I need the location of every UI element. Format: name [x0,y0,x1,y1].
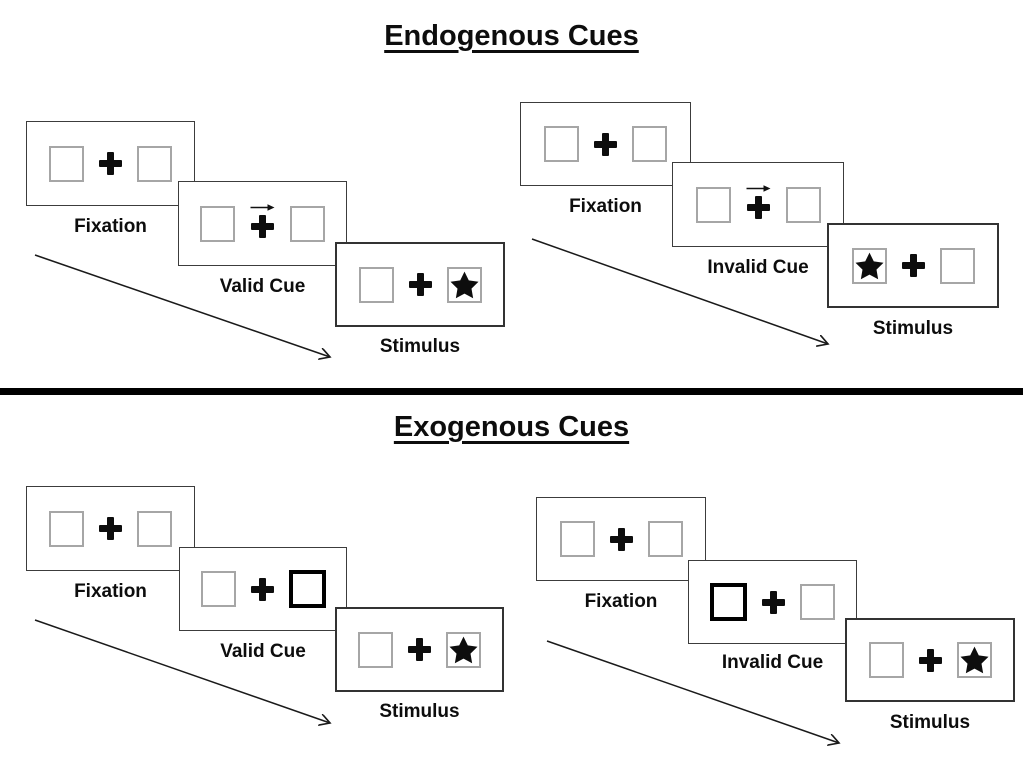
stimulus-label: Stimulus [379,336,461,357]
star-icon [960,646,988,674]
left-placeholder-box [358,266,394,303]
left-placeholder-box [49,510,84,547]
valid-cue-label: Valid Cue [220,641,306,662]
stimulus-screen [845,618,1015,702]
invalid-cue-screen [688,560,857,644]
right-placeholder-box [137,145,172,182]
highlighted-cue-box [288,570,326,608]
sequence-arrow-icon [531,238,837,350]
valid-cue-screen [178,181,347,266]
fixation-cross-icon [594,132,617,156]
left-placeholder-box [544,126,579,162]
fixation-label: Fixation [569,196,642,217]
fixation-cross-icon [408,273,432,296]
stimulus-screen [827,223,999,308]
right-placeholder-box [939,247,975,284]
left-placeholder-box [559,521,595,557]
stimulus-label: Stimulus [379,701,460,722]
fixation-cross-icon [99,517,122,540]
stimulus-screen [335,607,504,692]
highlighted-cue-box [710,583,747,621]
fixation-cross-icon [746,195,770,219]
fixation-screen [26,121,195,206]
sequence-arrow-icon [546,640,849,749]
right-placeholder-box [137,510,172,547]
right-placeholder-box [290,205,325,242]
star-target-box [956,642,992,678]
fixation-screen [520,102,691,186]
fixation-cross-icon [762,590,785,614]
left-placeholder-box [200,571,236,607]
stimulus-screen [335,242,505,327]
fixation-screen [26,486,195,571]
invalid-cue-label: Invalid Cue [721,652,824,673]
exogenous-title: Exogenous Cues [393,411,630,443]
stimulus-label: Stimulus [872,318,954,339]
left-placeholder-box [868,642,904,678]
central-cue [250,203,275,238]
stimulus-label: Stimulus [889,712,971,733]
fixation-screen [536,497,706,581]
right-placeholder-box [632,126,667,162]
fixation-cross-icon [408,638,431,661]
fixation-cross-icon [918,648,942,672]
invalid-cue-label: Invalid Cue [707,257,809,278]
star-target-box [851,247,887,284]
left-placeholder-box [358,631,393,668]
star-target-box [446,631,481,668]
valid-cue-screen [179,547,347,631]
star-target-box [446,266,482,303]
left-placeholder-box [49,145,84,182]
sequence-arrow-icon [34,619,340,729]
invalid-cue-screen [672,162,844,247]
left-placeholder-box [200,205,235,242]
fixation-label: Fixation [74,216,147,237]
star-icon [450,271,478,298]
star-icon [449,636,478,663]
section-divider [0,388,1023,395]
fixation-cross-icon [901,254,925,277]
fixation-label: Fixation [584,591,658,612]
sequence-arrow-icon [34,254,340,365]
right-placeholder-box [785,186,821,223]
fixation-label: Fixation [74,581,147,602]
right-placeholder-box [800,584,835,620]
central-cue [746,184,771,219]
fixation-cross-icon [251,214,274,238]
right-arrow-icon [250,203,275,211]
fixation-cross-icon [250,577,274,601]
right-arrow-icon [746,184,770,192]
valid-cue-label: Valid Cue [219,276,306,297]
star-icon [855,252,883,279]
left-placeholder-box [695,186,731,223]
fixation-cross-icon [99,152,122,175]
endogenous-title: Endogenous Cues [384,20,639,52]
fixation-cross-icon [609,527,633,551]
right-placeholder-box [647,521,683,557]
